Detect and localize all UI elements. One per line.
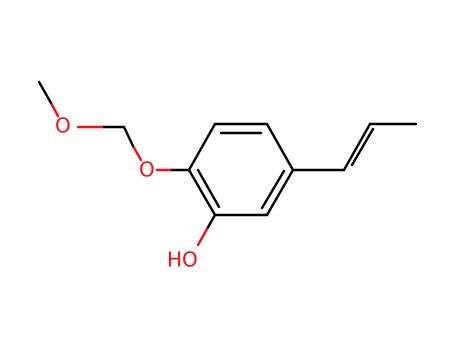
vinyl-double-bond-outer <box>342 122 372 172</box>
ring-double-bond-left <box>196 168 221 209</box>
benzene-ring <box>187 122 295 217</box>
ring-bond-2 <box>265 122 295 172</box>
hydroxyl-label: HO <box>167 248 198 272</box>
oxygen-to-methyl-bond-black <box>37 80 53 105</box>
ring-double-bond-right <box>260 169 286 210</box>
ring-bond-5 <box>187 168 217 217</box>
propenyl-chain <box>291 122 418 172</box>
ether-oxygen-label-1: O <box>139 158 155 182</box>
vinyl-double-bond-inner <box>350 127 375 167</box>
oxygen-to-ch2-bond-red <box>131 144 143 162</box>
ring-to-hydroxyl-bond-black <box>205 213 217 231</box>
methoxymethoxy-chain <box>37 80 191 172</box>
oxygen-to-methyl-bond-red <box>49 101 60 118</box>
ring-bond-3 <box>265 168 295 217</box>
oxygen-to-ch2-bond-black <box>122 125 135 148</box>
ring-bond-6 <box>187 122 217 172</box>
ether-oxygen-label-2: O <box>55 114 71 138</box>
ring-to-hydroxyl-bond-red <box>196 227 209 247</box>
hydroxyl-group <box>196 213 217 247</box>
